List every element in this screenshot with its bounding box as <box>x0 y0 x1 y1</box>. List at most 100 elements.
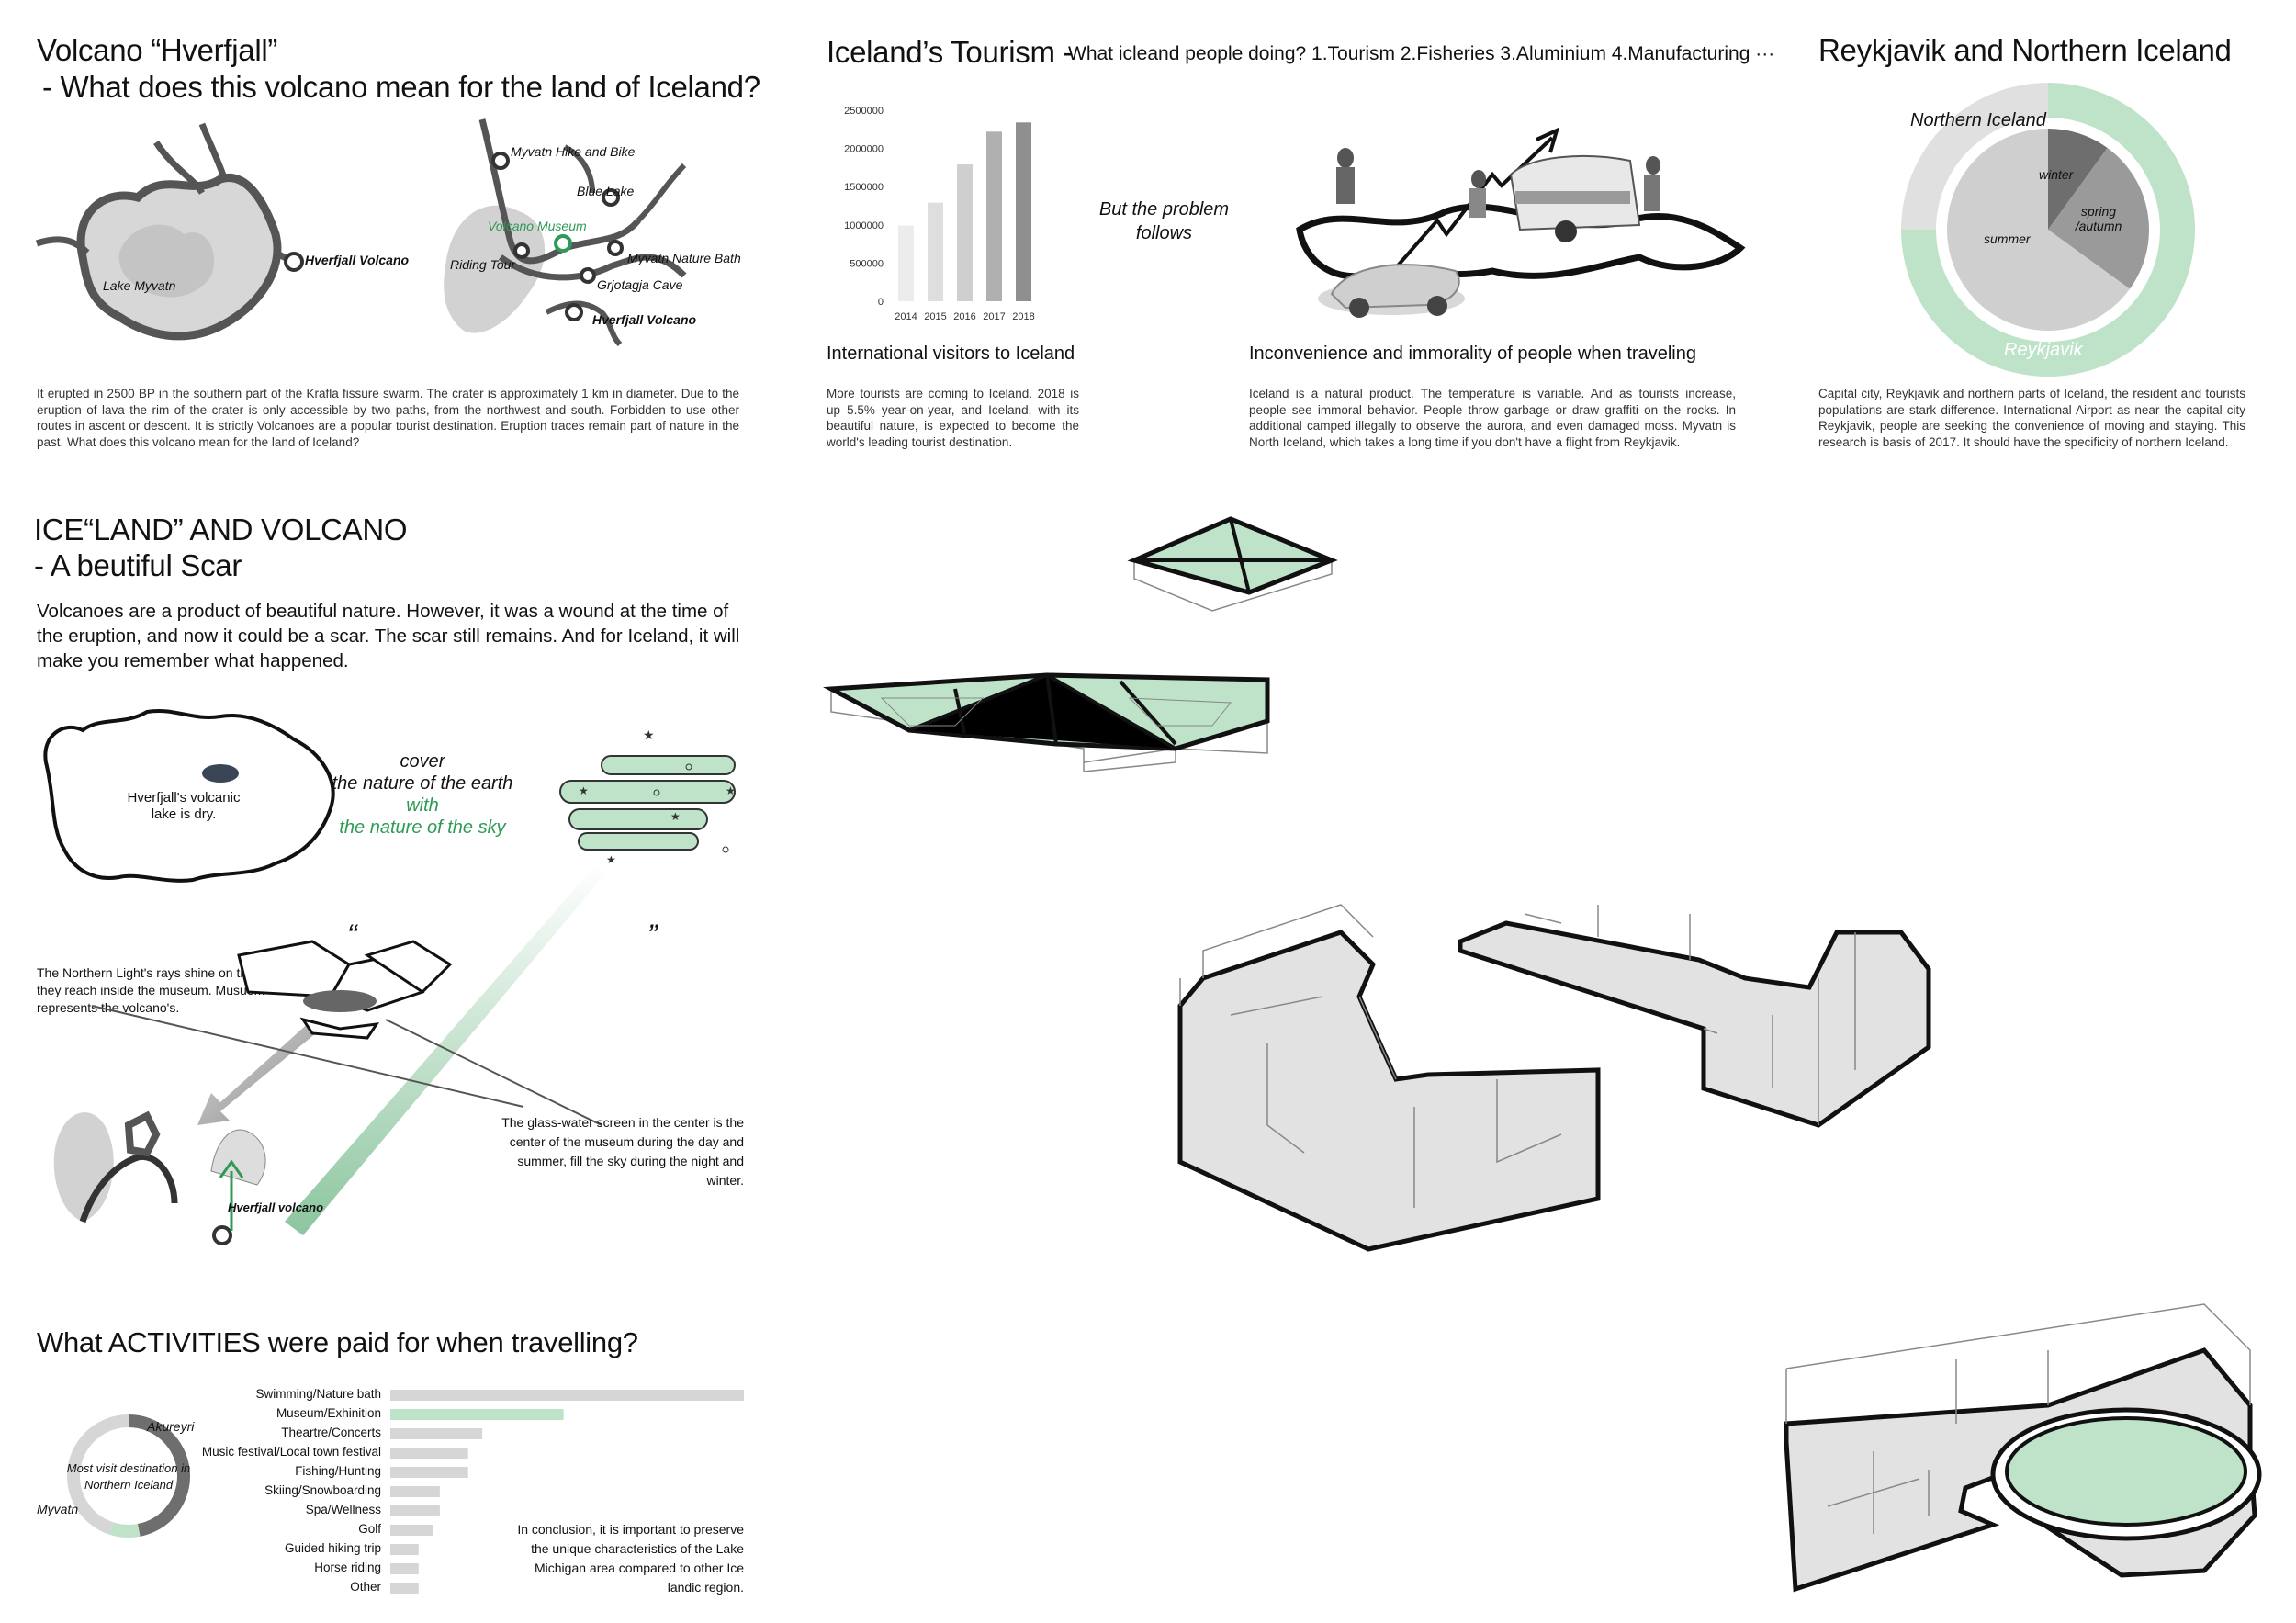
x-tick-label: 2018 <box>1012 311 1034 322</box>
bar-2017 <box>986 131 1002 301</box>
map2-riding-label: Riding Tour <box>450 257 516 272</box>
activity-bar <box>390 1390 744 1401</box>
x-tick-label: 2015 <box>924 311 946 322</box>
quote-close: ” <box>647 919 658 952</box>
destination-slice-0 <box>128 1414 190 1537</box>
cover-line-1: cover <box>400 751 445 772</box>
conclusion-text: In conclusion, it is important to preser… <box>517 1522 744 1595</box>
population-donut-chart <box>1901 83 2195 377</box>
activity-label: Skiing/Snowboarding <box>264 1483 381 1497</box>
lake-dry-note: Hverfjall's volcanic lake is dry. <box>127 790 241 822</box>
activity-label: Guided hiking trip <box>284 1541 381 1555</box>
map2-hike-label: Myvatn Hike and Bike <box>511 144 636 159</box>
tourism-subtitle: What icleand people doing? 1.Tourism 2.F… <box>1068 43 1775 64</box>
volcano-subtitle: - What does this volcano mean for the la… <box>42 70 760 104</box>
northern-iceland-label: Northern Iceland <box>1910 110 2046 130</box>
cover-line-2: the nature of the earth <box>332 773 513 794</box>
svg-text:★: ★ <box>643 727 655 742</box>
activity-label: Horse riding <box>314 1561 381 1574</box>
activity-bar <box>390 1467 468 1478</box>
svg-text:★: ★ <box>670 810 681 823</box>
activity-bar <box>390 1505 440 1516</box>
bar-2014 <box>898 225 914 301</box>
inner-slice-1 <box>2048 148 2149 289</box>
x-tick-label: 2014 <box>895 311 917 322</box>
winter-label: winter <box>2039 167 2074 182</box>
map2-museum-label: Volcano Museum <box>488 219 587 233</box>
quote-open: “ <box>347 919 357 952</box>
spring-autumn-label: spring /autumn <box>2075 204 2122 233</box>
destination-center-label: Most visit destination in Northern Icela… <box>66 1461 191 1492</box>
activity-label: Music festival/Local town festival <box>201 1445 381 1459</box>
activity-label: Theartre/Concerts <box>281 1426 381 1439</box>
myvatn-label: Myvatn <box>37 1502 79 1516</box>
reykjavik-text: Capital city, Reykjavik and northern par… <box>1818 387 2245 449</box>
destination-slice-2 <box>67 1414 129 1535</box>
y-tick-label: 1500000 <box>844 182 884 193</box>
visitors-bar-chart: 0 500000 1000000 1500000 2000000 2500000 2014 2… <box>844 106 1035 322</box>
glass-water-note: The glass-water screen in the center is … <box>501 1115 744 1188</box>
y-tick-label: 2000000 <box>844 144 884 155</box>
scar-title: ICE“LAND” AND VOLCANO <box>34 513 408 547</box>
inner-slice-2 <box>1947 129 2130 331</box>
activity-label: Fishing/Hunting <box>295 1464 381 1478</box>
myvatn-area-map <box>444 118 687 347</box>
volcano-title: Volcano “Hverfjall” <box>37 33 278 67</box>
roof-large-axonometric <box>823 672 1270 772</box>
x-tick-label: 2017 <box>983 311 1005 322</box>
y-tick-label: 2500000 <box>844 106 884 117</box>
activity-label: Swimming/Nature bath <box>255 1387 381 1401</box>
x-tick-label: 2016 <box>953 311 975 322</box>
destination-donut-chart <box>67 1414 190 1538</box>
floor-plan-axonometric <box>1177 904 1931 1252</box>
glass-water-axonometric <box>1784 1303 2262 1593</box>
reykjavik-title: Reykjavik and Northern Iceland <box>1818 33 2232 67</box>
activity-bar <box>390 1563 419 1574</box>
activities-title: What ACTIVITIES were paid for when trave… <box>37 1326 638 1358</box>
activity-label: Museum/Exhinition <box>276 1406 381 1420</box>
svg-text:★: ★ <box>579 784 589 797</box>
y-tick-label: 0 <box>878 297 884 308</box>
hverfjall-volcano-label: Hverfjall volcano <box>228 1200 324 1214</box>
map2-bath-label: Myvatn Nature Bath <box>627 251 741 265</box>
scar-subtitle: - A beutiful Scar <box>34 548 242 582</box>
visitors-text: More tourists are coming to Iceland. 201… <box>827 387 1079 449</box>
destination-slice-1 <box>109 1522 141 1538</box>
tourism-title: Iceland’s Tourism - <box>827 35 1074 69</box>
activity-bar <box>390 1544 419 1555</box>
visitors-heading: International visitors to Iceland <box>827 344 1075 364</box>
svg-text:★: ★ <box>726 784 736 797</box>
sky-clouds-icon: ★ ★ ★ ★ ★ <box>559 727 736 866</box>
iceland-outline <box>43 709 335 883</box>
scar-text: Volcanoes are a product of beautiful nat… <box>37 601 740 671</box>
activity-bar <box>390 1525 433 1536</box>
activities-bar-chart <box>390 1390 744 1594</box>
svg-text:★: ★ <box>606 853 616 866</box>
summer-label: summer <box>1984 231 2031 246</box>
problem-note: But the problem follows <box>1098 199 1230 243</box>
bar-2018 <box>1016 122 1031 301</box>
northern-light-note: The Northern Light's rays shine on the v… <box>37 965 306 1015</box>
tourism-illustration <box>1296 127 1746 318</box>
activity-bar <box>390 1409 564 1420</box>
map1-lake-label: Lake Myvatn <box>103 278 176 293</box>
museum-concept-diagram <box>53 863 606 1245</box>
outer-slice-0 <box>1901 83 2048 230</box>
volcano-text: It erupted in 2500 BP in the southern pa… <box>37 387 739 449</box>
cover-line-3: with <box>406 795 439 816</box>
y-tick-label: 500000 <box>850 258 884 269</box>
map2-blue-label: Blue Lake <box>577 184 635 198</box>
akureyri-label: Akureyri <box>147 1419 195 1434</box>
inconvenience-text: Iceland is a natural product. The temper… <box>1249 387 1736 449</box>
y-tick-label: 1000000 <box>844 220 884 231</box>
bar-2015 <box>928 202 943 301</box>
roof-small-axonometric <box>1127 516 1338 612</box>
activity-label: Other <box>350 1580 381 1594</box>
activity-bar <box>390 1486 440 1497</box>
map1-volcano-label: Hverfjall Volcano <box>305 253 410 267</box>
lake-myvatn-map <box>35 122 304 341</box>
map2-cave-label: Grjotagja Cave <box>597 277 683 292</box>
activity-label: Golf <box>358 1522 381 1536</box>
inconvenience-heading: Inconvenience and immorality of people w… <box>1249 344 1696 364</box>
inner-slice-0 <box>2048 129 2108 230</box>
